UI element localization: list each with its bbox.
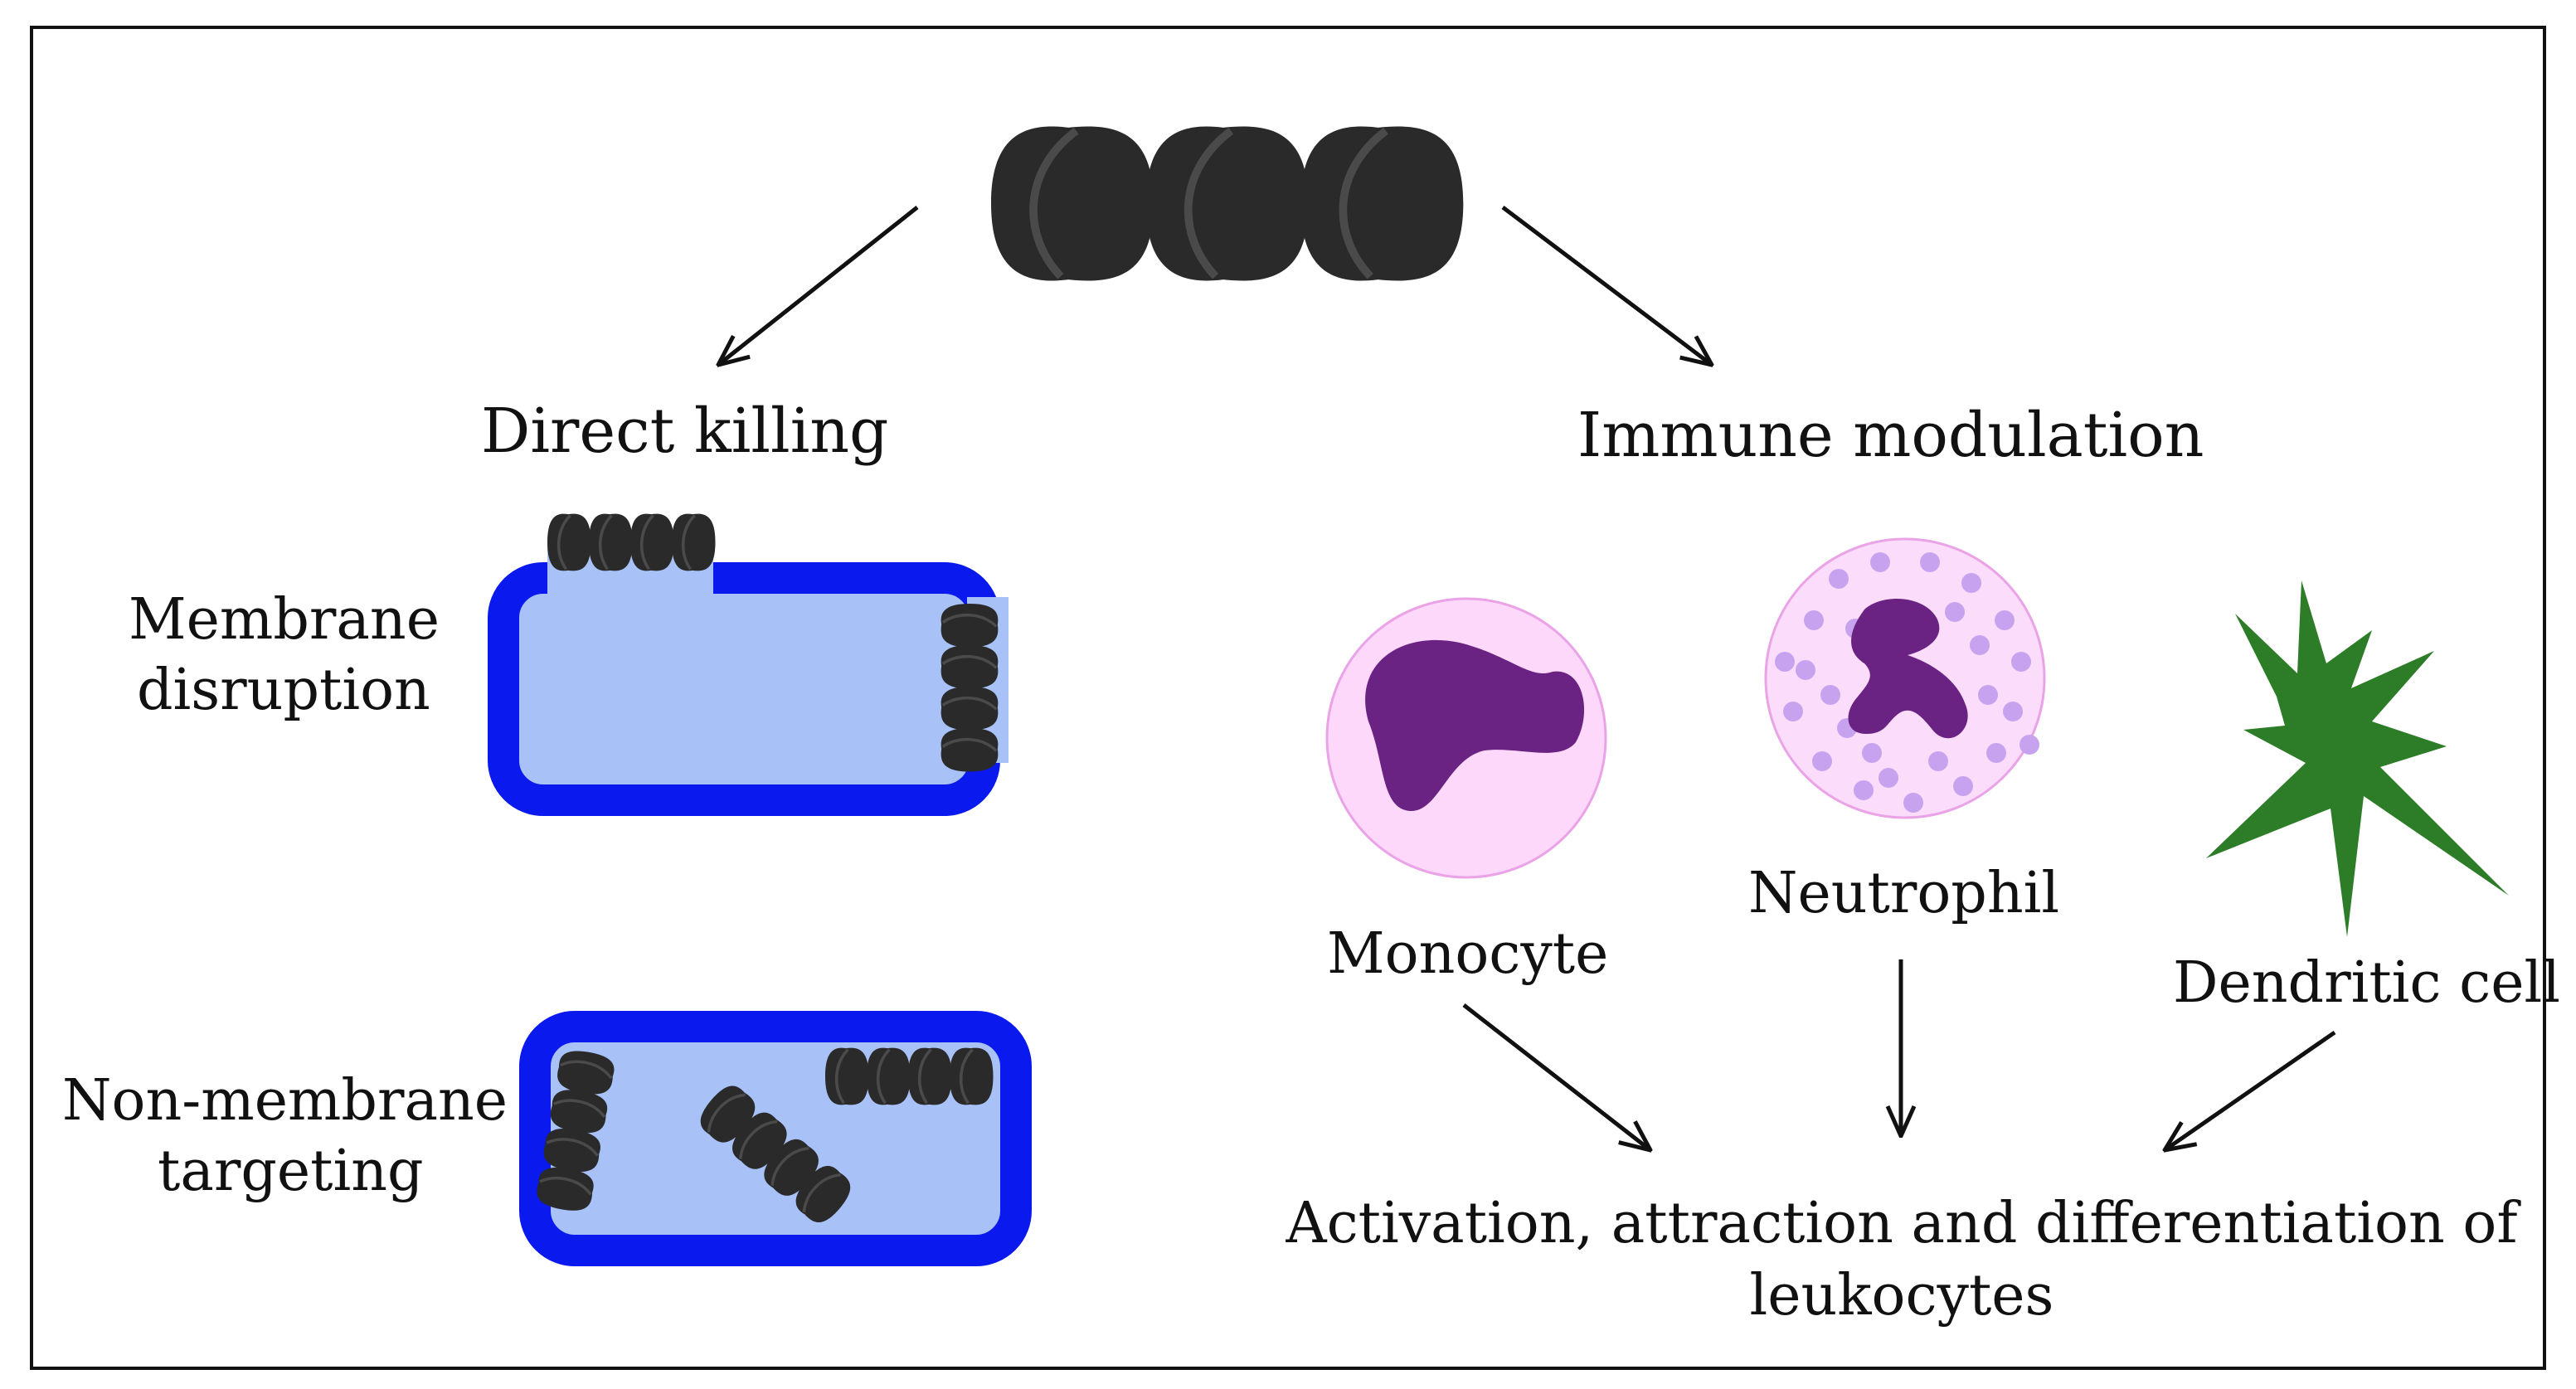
helix-shading (941, 737, 998, 752)
granule (1986, 743, 2006, 763)
dendritic-cell-shape (2206, 580, 2509, 937)
heading-immune-modulation: Immune modulation (1577, 400, 2204, 471)
granule (2019, 735, 2039, 755)
granule (1812, 751, 1832, 771)
helix-coil (764, 1139, 819, 1196)
helix-coil (547, 513, 591, 571)
granule (2011, 652, 2031, 672)
granule (1870, 552, 1890, 572)
outcome-line-2: leukocytes (1750, 1263, 2054, 1328)
helix-shading (707, 1093, 746, 1133)
helix-shading (546, 1138, 599, 1157)
label-neutrophil: Neutrophil (1748, 861, 2059, 926)
helix-shading (539, 1176, 592, 1196)
intracellular-peptide-2 (700, 1085, 851, 1223)
granule (1796, 660, 1815, 680)
helix-coil (940, 645, 999, 689)
label-dendritic-cell: Dendritic cell (2173, 950, 2560, 1016)
label-non-membrane: Non-membrane (62, 1068, 508, 1134)
helix-coil (908, 1047, 952, 1105)
helix-shading (639, 514, 654, 571)
helix-shading (557, 514, 571, 571)
helix-coil (940, 728, 999, 772)
helix-shading (876, 1048, 891, 1105)
helix-shading (681, 514, 696, 571)
helix-shading (802, 1173, 841, 1213)
granule (1854, 780, 1874, 800)
monocyte-nucleus (1365, 639, 1585, 812)
helix-shading (917, 1048, 932, 1105)
helix-coil (940, 687, 999, 731)
helix-shading (941, 696, 998, 711)
granule (1928, 751, 1948, 771)
neutrophil-nucleus (1848, 599, 1968, 739)
granule (1920, 552, 1940, 572)
granule (1783, 702, 1803, 721)
helix-shading (739, 1119, 778, 1159)
helix-shading (598, 514, 613, 571)
helix-coil (700, 1085, 756, 1143)
arrow-dendritic-to-outcome (2165, 1030, 2336, 1150)
arrow-to-immune-modulation (1501, 206, 1712, 365)
granule (1862, 743, 1882, 763)
granule (1995, 610, 2015, 630)
granule (1961, 573, 1981, 593)
helix-coil (1300, 126, 1464, 281)
helix-shading (560, 1060, 613, 1080)
granule (1903, 793, 1923, 813)
intracellular-peptide-3 (825, 1047, 994, 1105)
bacterium-membrane-disruption (488, 547, 1009, 816)
helix-coil (672, 513, 716, 571)
helix-coil (825, 1047, 869, 1105)
figure-frame (30, 26, 2546, 1370)
helix-shading (552, 1099, 606, 1119)
arrow-to-direct-killing (718, 206, 919, 365)
granule (1829, 569, 1849, 589)
granule (1945, 602, 1965, 622)
granule (1978, 685, 1998, 705)
granule (1879, 768, 1898, 788)
helix-coil (630, 513, 674, 571)
helix-shading (834, 1048, 849, 1105)
label-membrane: Membrane (129, 587, 440, 653)
monocyte-cell (1325, 597, 1607, 879)
helix-shading (941, 654, 998, 669)
granule (1953, 776, 1973, 796)
helix-coil (1145, 126, 1309, 281)
peptide-helix-large (991, 126, 1464, 281)
heading-direct-killing: Direct killing (481, 396, 888, 467)
neutrophil-cell (1764, 537, 2046, 819)
intracellular-peptide-1 (537, 1051, 615, 1211)
helix-coil (589, 513, 633, 571)
granule (2003, 702, 2023, 721)
outcome-line-1: Activation, attraction and differentiati… (1285, 1191, 2521, 1256)
helix-shading (941, 613, 998, 628)
helix-coil (940, 604, 999, 648)
helix-coil (991, 126, 1154, 281)
helix-coil (732, 1112, 787, 1169)
helix-coil (867, 1047, 911, 1105)
helix-shading (959, 1048, 974, 1105)
granule (1820, 685, 1840, 705)
granule (1775, 652, 1795, 672)
label-disruption: disruption (137, 658, 430, 723)
granule (1970, 635, 1990, 655)
label-targeting: targeting (158, 1139, 424, 1204)
peptide-on-membrane-top (547, 513, 716, 571)
granule (1804, 610, 1824, 630)
helix-shading (770, 1146, 809, 1186)
helix-shading (1029, 127, 1079, 279)
helix-shading (1339, 127, 1388, 279)
helix-coil (795, 1165, 851, 1223)
arrow-monocyte-to-outcome (1462, 1003, 1650, 1150)
peptide-on-membrane-side (940, 604, 999, 772)
helix-shading (1184, 127, 1234, 279)
label-monocyte: Monocyte (1327, 921, 1608, 987)
neutrophil-granules (1775, 552, 2039, 813)
helix-coil (950, 1047, 994, 1105)
